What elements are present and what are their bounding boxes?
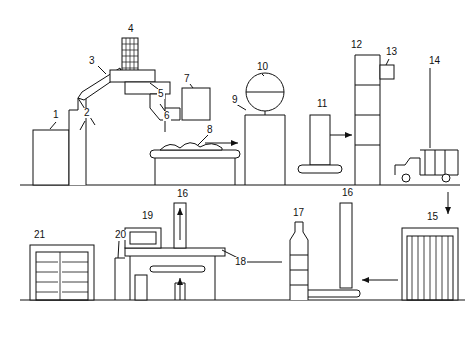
callout-number: 16	[176, 189, 189, 199]
callout-number: 2	[83, 108, 91, 118]
callout-number: 12	[350, 40, 363, 50]
callout-number: 1	[52, 110, 60, 120]
callout-number: 17	[292, 208, 305, 218]
callout-number: 3	[88, 56, 96, 66]
callout-number: 7	[183, 74, 191, 84]
callout-number: 4	[127, 24, 135, 34]
callout-number: 5	[157, 89, 165, 99]
callout-number: 8	[206, 125, 214, 135]
callout-number: 16	[341, 188, 354, 198]
callout-number: 10	[256, 62, 269, 72]
callout-number: 19	[141, 211, 154, 221]
callout-number: 11	[316, 99, 328, 109]
callout-number: 21	[33, 230, 46, 240]
callout-number: 15	[426, 212, 439, 222]
callout-number: 9	[231, 95, 239, 105]
callout-number: 13	[385, 47, 398, 57]
callout-number: 20	[114, 230, 127, 240]
callout-number: 14	[428, 56, 441, 66]
callout-number: 6	[163, 111, 171, 121]
callout-number: 18	[234, 257, 247, 267]
